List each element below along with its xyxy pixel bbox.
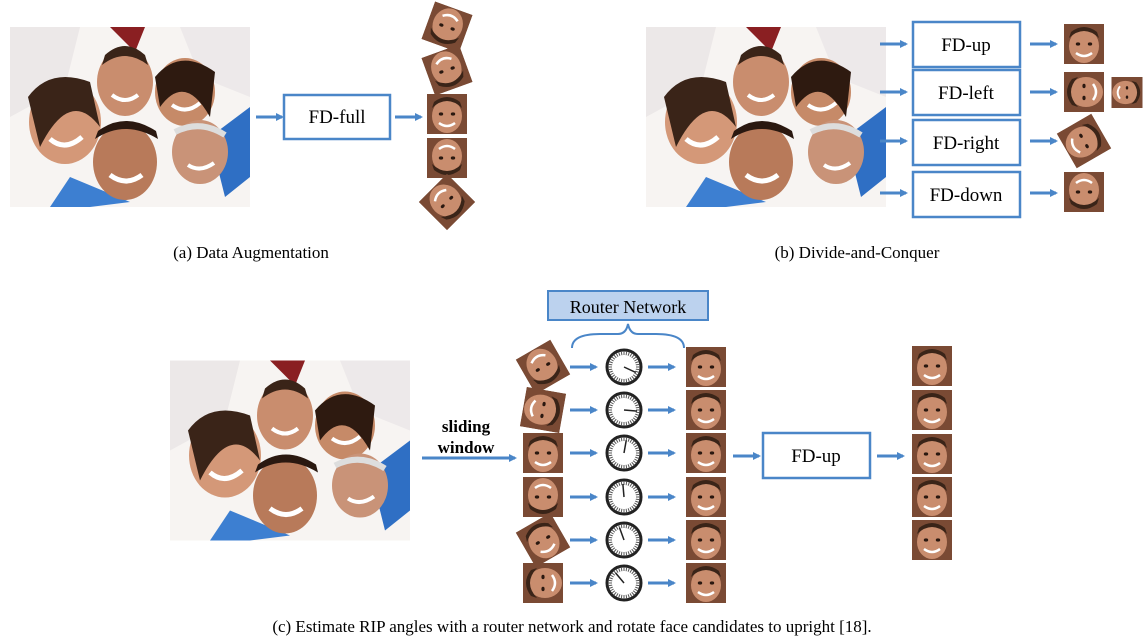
face-candidate [515, 339, 571, 395]
face-thumb [912, 477, 952, 517]
fd-up-label: FD-up [941, 35, 991, 56]
panel-a: FD-full (a) Data Augmentation [10, 1, 476, 262]
face-thumb [1064, 24, 1104, 64]
fd-left-box [911, 68, 1022, 117]
angle-dial-icon [605, 521, 643, 559]
router-rows [515, 339, 726, 603]
router-row [523, 563, 726, 603]
upright-face [686, 390, 726, 430]
fd-down-box [911, 170, 1022, 219]
router-row [523, 433, 726, 473]
face-thumb [1056, 113, 1112, 169]
router-network-label: Router Network [570, 297, 686, 317]
angle-dial-icon [605, 391, 643, 429]
face-thumb [912, 390, 952, 430]
fd-down-label: FD-down [930, 185, 1003, 206]
fd-right-label: FD-right [933, 133, 1000, 154]
router-row [519, 386, 726, 434]
caption-b: (b) Divide-and-Conquer [775, 243, 940, 262]
augmented-faces [418, 1, 476, 231]
group-photo-a [10, 27, 250, 207]
angle-dial-icon [605, 434, 643, 472]
upright-face [686, 477, 726, 517]
face-thumb [427, 94, 467, 134]
upright-face [686, 520, 726, 560]
face-candidate [515, 512, 571, 568]
router-row [515, 512, 726, 568]
group-photo-c [170, 361, 410, 541]
upright-face [686, 433, 726, 473]
face-thumb [418, 173, 476, 231]
face-thumb [1110, 77, 1143, 108]
router-row [515, 339, 726, 395]
face-thumb [427, 138, 467, 178]
face-thumb [912, 346, 952, 386]
fd-up-box [911, 20, 1022, 69]
angle-dial-icon [605, 564, 643, 602]
face-thumb [912, 434, 952, 474]
upright-face [686, 563, 726, 603]
face-candidate [523, 563, 563, 603]
face-candidate [519, 386, 567, 434]
face-thumb [912, 520, 952, 560]
angle-dial-icon [605, 348, 643, 386]
face-thumb [1064, 172, 1104, 212]
fd-full-box [282, 93, 392, 141]
fd-full-label: FD-full [309, 107, 366, 128]
window-label: window [438, 438, 495, 457]
panel-b: FD-up FD-left FD-right FD-down (b) Divid… [646, 20, 1143, 262]
panel-c: sliding window Router Network FD-up (c) … [170, 290, 952, 636]
fd-left-label: FD-left [938, 83, 995, 104]
group-photo-b [646, 27, 886, 207]
face-thumb [1064, 72, 1104, 112]
router-network-box [547, 290, 709, 321]
detected-faces [912, 346, 952, 560]
angle-dial-icon [605, 478, 643, 516]
router-brace [571, 323, 685, 349]
caption-c: (c) Estimate RIP angles with a router ne… [272, 617, 871, 636]
fd-up-box-c [761, 431, 872, 480]
face-candidate [523, 433, 563, 473]
upright-face [686, 347, 726, 387]
face-thumb [421, 44, 473, 96]
fd-up-label-c: FD-up [791, 446, 841, 467]
face-thumb [421, 1, 473, 53]
caption-a: (a) Data Augmentation [173, 243, 329, 262]
sliding-label: sliding [442, 417, 491, 436]
face-candidate [523, 477, 563, 517]
fd-right-box [911, 118, 1022, 167]
router-row [523, 477, 726, 517]
